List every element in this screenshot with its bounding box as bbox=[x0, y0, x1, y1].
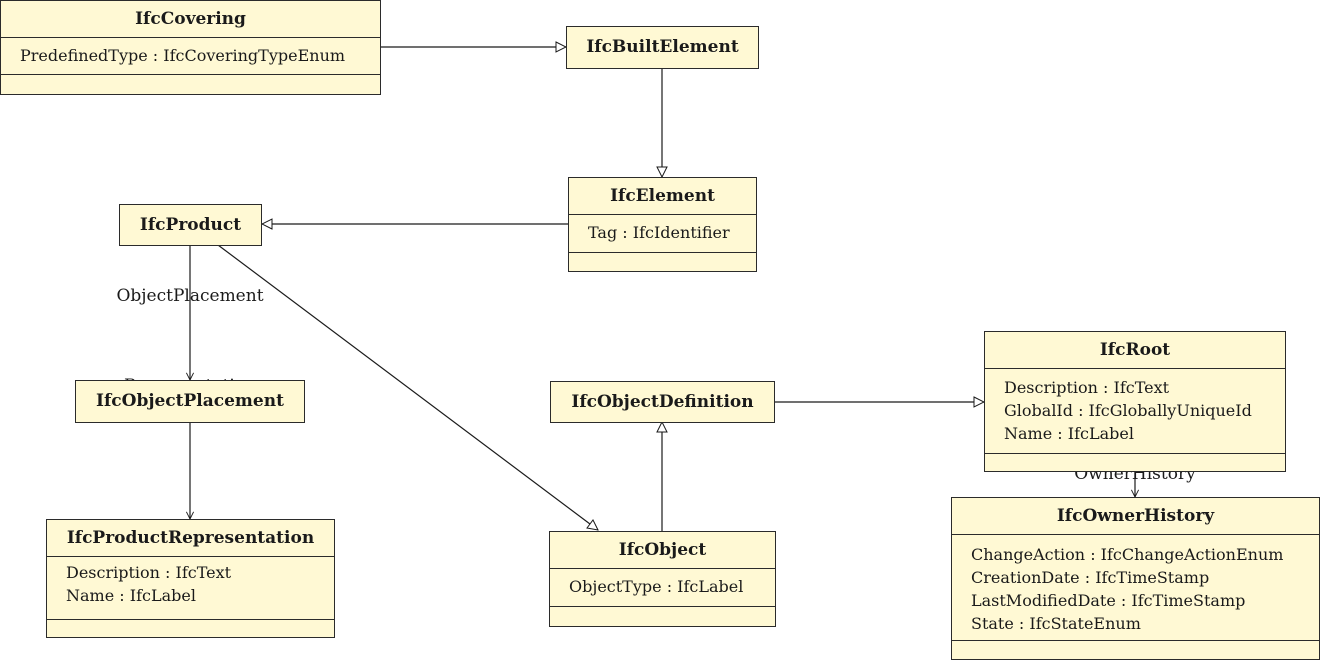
operation-section bbox=[47, 619, 334, 637]
attribute-section: Tag : IfcIdentifier bbox=[569, 214, 756, 252]
class-ifcobjectplacement: IfcObjectPlacement bbox=[75, 380, 305, 423]
class-title: IfcRoot bbox=[1099, 340, 1171, 360]
attribute: Name : IfcLabel bbox=[66, 586, 196, 605]
attribute: Description : IfcText bbox=[66, 563, 232, 582]
class-title: IfcProduct bbox=[139, 215, 242, 235]
class-title: IfcBuiltElement bbox=[586, 37, 739, 57]
attribute: LastModifiedDate : IfcTimeStamp bbox=[971, 591, 1246, 610]
operation-section bbox=[952, 640, 1319, 659]
attribute-section: ChangeAction : IfcChangeActionEnum Creat… bbox=[952, 534, 1319, 640]
attribute: Description : IfcText bbox=[1004, 378, 1170, 397]
class-ifcobjectdefinition: IfcObjectDefinition bbox=[550, 381, 775, 423]
class-title: IfcCovering bbox=[135, 9, 246, 29]
attribute: Tag : IfcIdentifier bbox=[588, 223, 730, 242]
attribute: PredefinedType : IfcCoveringTypeEnum bbox=[20, 46, 346, 65]
class-ifccovering: IfcCovering PredefinedType : IfcCovering… bbox=[0, 0, 381, 95]
operation-section bbox=[550, 606, 775, 626]
operation-section bbox=[985, 453, 1285, 471]
attribute-section: Description : IfcText GlobalId : IfcGlob… bbox=[985, 368, 1285, 453]
operation-section bbox=[1, 74, 380, 94]
generalization-product-to-object bbox=[217, 244, 598, 530]
label-object-placement: ObjectPlacement bbox=[116, 286, 263, 306]
attribute: ObjectType : IfcLabel bbox=[569, 577, 744, 596]
attribute-section: Description : IfcText Name : IfcLabel bbox=[47, 556, 334, 619]
class-ifcownerhistory: IfcOwnerHistory ChangeAction : IfcChange… bbox=[951, 497, 1320, 660]
class-ifcelement: IfcElement Tag : IfcIdentifier bbox=[568, 177, 757, 272]
class-title: IfcObjectPlacement bbox=[96, 391, 284, 411]
class-ifcbuiltelement: IfcBuiltElement bbox=[566, 26, 759, 69]
class-title: IfcObject bbox=[618, 540, 707, 560]
class-title: IfcObjectDefinition bbox=[571, 392, 754, 412]
attribute: ChangeAction : IfcChangeActionEnum bbox=[971, 545, 1284, 564]
class-ifcobject: IfcObject ObjectType : IfcLabel bbox=[549, 531, 776, 627]
class-title: IfcOwnerHistory bbox=[1056, 506, 1215, 526]
attribute: CreationDate : IfcTimeStamp bbox=[971, 568, 1210, 587]
attribute: Name : IfcLabel bbox=[1004, 424, 1134, 443]
class-title: IfcProductRepresentation bbox=[66, 528, 315, 548]
class-ifcproduct: IfcProduct bbox=[119, 204, 262, 246]
attribute: GlobalId : IfcGloballyUniqueId bbox=[1004, 401, 1252, 420]
class-ifcroot: IfcRoot Description : IfcText GlobalId :… bbox=[984, 331, 1286, 472]
class-title: IfcElement bbox=[610, 186, 715, 206]
attribute: State : IfcStateEnum bbox=[971, 614, 1141, 633]
class-ifcproductrepresentation: IfcProductRepresentation Description : I… bbox=[46, 519, 335, 638]
attribute-section: PredefinedType : IfcCoveringTypeEnum bbox=[1, 37, 380, 74]
attribute-section: ObjectType : IfcLabel bbox=[550, 568, 775, 606]
operation-section bbox=[569, 252, 756, 271]
